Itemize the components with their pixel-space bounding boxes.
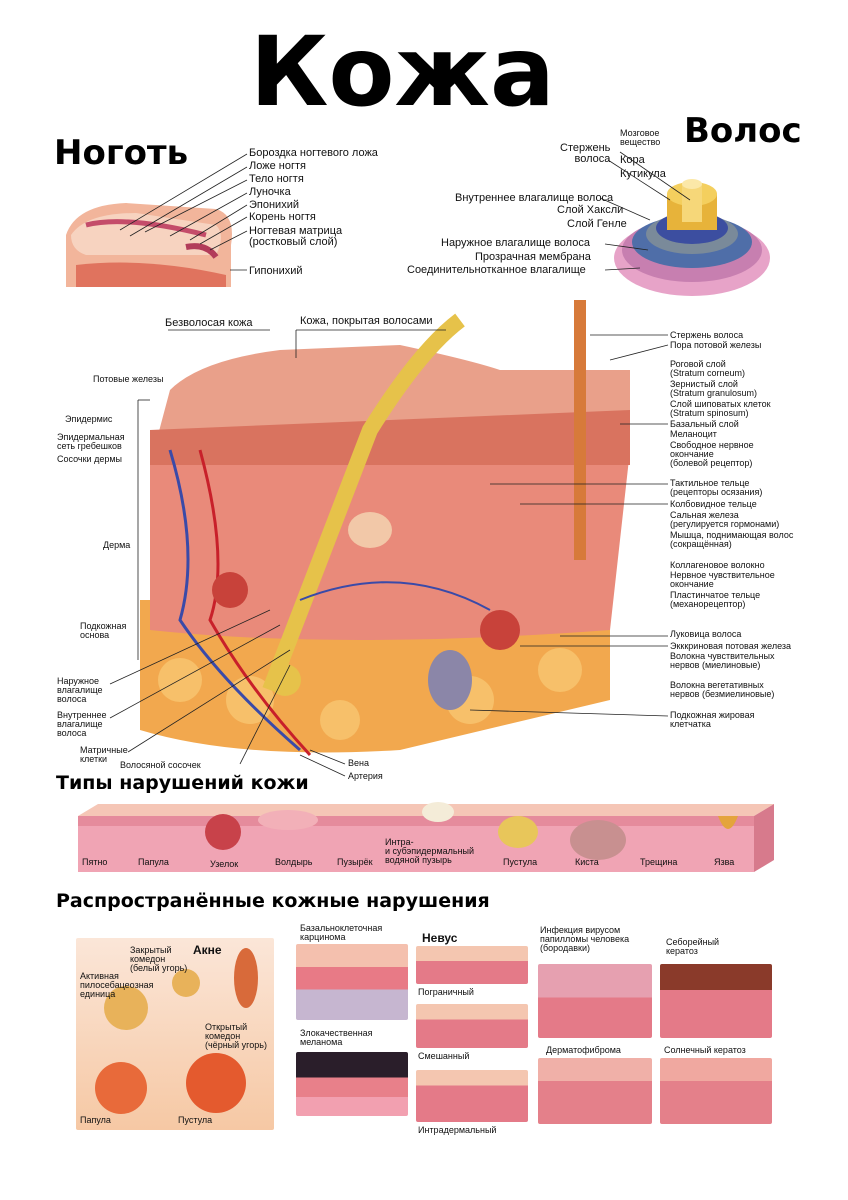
nail-label-6: Ногтевая матрица (ростковый слой)	[249, 225, 343, 248]
acne-label-3: Папула	[80, 1115, 111, 1125]
lesions-strip	[78, 802, 774, 872]
hair-label-1: Кора	[620, 154, 645, 166]
skin-bottom-label-0: Вена	[348, 758, 369, 768]
skin-right-label-12: Коллагеновое волокно	[670, 560, 765, 570]
nevus-panel-compound	[416, 1004, 528, 1048]
skin-right-label-9: Колбовидное тельце	[670, 499, 757, 509]
acne-label-4: Пустула	[178, 1115, 213, 1125]
skin-right-label-0: Стержень волоса	[670, 330, 744, 340]
lesion-label-4: Пузырёк	[337, 857, 373, 867]
nail-label-4: Эпонихий	[249, 199, 299, 211]
lesion-label-1: Папула	[138, 857, 169, 867]
hair-shaft-label: Стержень волоса	[560, 142, 611, 165]
hpv-label: Инфекция вирусом папилломы человека (бор…	[540, 925, 630, 953]
skin-right-label-5: Базальный слой	[670, 419, 739, 429]
skin-right-label-11: Мышца, поднимающая волос (сокращённая)	[670, 530, 794, 549]
skin-right-label-13: Нервное чувствительное окончание	[670, 570, 775, 589]
hpv-panel	[538, 964, 652, 1038]
nail-heading: Ноготь	[54, 133, 189, 173]
skin-left-label-5: Подкожная основа	[80, 621, 127, 640]
hair-label-6: Наружное влагалище волоса	[441, 237, 590, 249]
skin-left-label-6: Наружное влагалище волоса	[57, 676, 103, 704]
skin-right-label-15: Луковица волоса	[670, 629, 742, 639]
skin-right-label-6: Меланоцит	[670, 429, 717, 439]
lesion-label-2: Узелок	[210, 859, 239, 869]
seb-panel	[660, 964, 772, 1038]
nevus-label-1: Смешанный	[418, 1051, 470, 1061]
dermatofibroma-label: Дерматофиброма	[546, 1045, 621, 1055]
skin-left-label-9: Волосяной сосочек	[120, 760, 201, 770]
skin-right-label-14: Пластинчатое тельце (механорецептор)	[670, 590, 761, 609]
hair-label-5: Слой Генле	[567, 218, 627, 230]
lesion-label-9: Язва	[714, 857, 735, 867]
hair-label-0: Мозговое вещество	[620, 128, 661, 147]
skin-right-label-16: Экккриновая потовая железа	[670, 641, 792, 651]
skin-right-label-3: Зернистый слой (Stratum granulosum)	[670, 379, 758, 398]
nail-label-2: Тело ногтя	[249, 173, 304, 185]
skin-right-label-17: Волокна чувствительных нервов (миелиновы…	[670, 651, 775, 670]
skin-left-label-8: Матричные клетки	[80, 745, 128, 764]
lesions-heading: Типы нарушений кожи	[56, 772, 309, 794]
skin-left-label-2: Эпидермальная сеть гребешков	[57, 432, 125, 451]
skin-left-label-4: Дерма	[103, 540, 131, 550]
skin-left-label-3: Сосочки дермы	[57, 454, 122, 464]
nevus-panel-junctional	[416, 946, 528, 984]
skin-cross-section	[140, 300, 630, 757]
hair-heading: Волос	[684, 111, 802, 151]
skin-top-label-0: Безволосая кожа	[165, 317, 253, 329]
hair-label-2: Кутикула	[620, 168, 666, 180]
acne-label-1: Активная пилосебацеозная единица	[80, 971, 154, 999]
skin-left-label-1: Эпидермис	[65, 414, 113, 424]
skin-bottom-label-1: Артерия	[348, 771, 383, 781]
lesion-label-5: Интра- и субэпидермальный водяной пузырь	[385, 837, 475, 865]
melanoma-panel	[296, 1052, 408, 1116]
nail-label-5: Корень ногтя	[249, 211, 316, 223]
skin-right-label-1: Пора потовой железы	[670, 340, 762, 350]
nail-label-7: Гипонихий	[249, 265, 303, 277]
lesion-label-6: Пустула	[503, 857, 538, 867]
acne-title: Акне	[193, 943, 222, 957]
hair-label-7: Прозрачная мембрана	[475, 251, 591, 263]
skin-left-label-0: Потовые железы	[93, 374, 164, 384]
nevus-label-2: Интрадермальный	[418, 1125, 497, 1135]
bcc-label: Базальноклеточная карцинома	[300, 923, 383, 942]
acne-label-2: Открытый комедон (чёрный угорь)	[205, 1022, 267, 1050]
hair-label-4: Слой Хаксли	[557, 204, 624, 216]
nail-label-1: Ложе ногтя	[249, 160, 306, 172]
dermatofibroma-panel	[538, 1058, 652, 1124]
actinic-label: Солнечный кератоз	[664, 1045, 746, 1055]
nevus-title: Невус	[422, 931, 458, 945]
skin-right-label-18: Волокна вегетативных нервов (безмиелинов…	[670, 680, 775, 699]
hair-cross-section	[614, 179, 770, 296]
bcc-panel	[296, 944, 408, 1020]
page-title: Кожа	[250, 16, 555, 128]
actinic-panel	[660, 1058, 772, 1124]
melanoma-label: Злокачественная меланома	[300, 1028, 373, 1047]
skin-right-label-8: Тактильное тельце (рецепторы осязания)	[670, 478, 763, 497]
nevus-label-0: Пограничный	[418, 987, 474, 997]
acne-illustration	[95, 948, 258, 1114]
hair-label-8: Соединительнотканное влагалище	[407, 264, 586, 276]
seb-label: Себорейный кератоз	[666, 937, 720, 956]
lesion-label-7: Киста	[575, 857, 599, 867]
lesion-label-0: Пятно	[82, 857, 108, 867]
acne-label-0: Закрытый комедон (белый угорь)	[130, 945, 188, 973]
common-heading: Распространённые кожные нарушения	[56, 890, 490, 912]
hair-label-3: Внутреннее влагалище волоса	[455, 192, 614, 204]
skin-top-label-1: Кожа, покрытая волосами	[300, 315, 433, 327]
skin-left-label-7: Внутреннее влагалище волоса	[57, 710, 107, 738]
skin-right-label-10: Сальная железа (регулируется гормонами)	[670, 510, 780, 529]
skin-right-label-4: Слой шиповатых клеток (Stratum spinosum)	[670, 399, 771, 418]
lesion-label-3: Волдырь	[275, 857, 313, 867]
nail-label-0: Бороздка ногтевого ложа	[249, 147, 378, 159]
nail-label-3: Луночка	[249, 186, 291, 198]
nail-illustration	[66, 203, 232, 287]
lesion-label-8: Трещина	[640, 857, 678, 867]
skin-right-label-7: Свободное нервное окончание (болевой рец…	[670, 440, 754, 468]
nevus-panel-intradermal	[416, 1070, 528, 1122]
skin-right-label-19: Подкожная жировая клетчатка	[670, 710, 755, 729]
skin-right-label-2: Роговой слой (Stratum corneum)	[670, 359, 746, 378]
